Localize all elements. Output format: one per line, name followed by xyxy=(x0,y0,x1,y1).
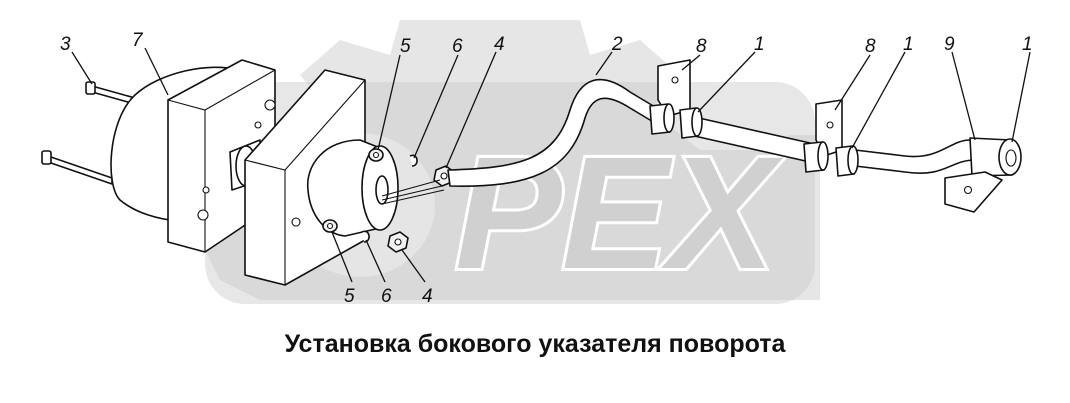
callout-3: 3 xyxy=(60,34,71,55)
nut-4-lower xyxy=(387,231,409,253)
leader-lines xyxy=(71,47,1031,283)
leader-5-bottom xyxy=(331,231,353,283)
leader-5-top xyxy=(377,54,401,151)
callout-1-a: 1 xyxy=(754,34,765,55)
leader-6-top xyxy=(413,54,459,159)
nut-5-lower xyxy=(322,219,338,233)
diagram-caption: Установка бокового указателя поворота xyxy=(284,330,786,358)
callout-8-right: 8 xyxy=(865,36,876,57)
callout-7: 7 xyxy=(132,30,144,51)
callout-8-left: 8 xyxy=(696,36,707,57)
leader-1-c xyxy=(1011,51,1031,143)
clamp-9 xyxy=(944,171,1003,213)
callout-1-b: 1 xyxy=(903,34,914,55)
callout-9: 9 xyxy=(944,34,955,55)
leader-6-bottom xyxy=(365,239,386,283)
callout-1-c: 1 xyxy=(1022,34,1033,55)
bolt-3-lower xyxy=(41,150,113,185)
lamp-wires xyxy=(381,179,445,205)
bracket-8-left xyxy=(657,59,691,117)
nut-5-upper xyxy=(368,148,384,162)
washer-6-lower xyxy=(361,230,370,243)
lamp-body xyxy=(306,139,399,237)
leader-8-left xyxy=(681,54,701,71)
callout-5-bottom: 5 xyxy=(344,286,355,307)
callout-4-bottom: 4 xyxy=(422,286,433,307)
grommet-1-b xyxy=(803,141,859,177)
grommet-1-a xyxy=(649,103,703,139)
leader-3 xyxy=(71,51,93,85)
washer-6-upper xyxy=(409,154,418,167)
leader-9 xyxy=(951,51,976,141)
callout-5-top: 5 xyxy=(400,36,411,57)
watermark-text: PEX xyxy=(455,123,783,302)
callout-6-bottom: 6 xyxy=(381,286,392,307)
callout-numbers: 3 7 5 6 4 2 8 1 8 1 9 1 5 6 4 xyxy=(60,30,1033,307)
leader-2 xyxy=(595,51,613,76)
leader-4-bottom xyxy=(401,249,426,283)
grommet-1-c xyxy=(969,137,1022,177)
leader-1-b xyxy=(851,51,906,149)
leader-8-right xyxy=(834,54,871,111)
callout-2: 2 xyxy=(611,34,623,55)
callout-6-top: 6 xyxy=(452,36,463,57)
leader-1-a xyxy=(697,51,756,113)
leader-7 xyxy=(144,47,169,96)
callout-4-top: 4 xyxy=(494,34,505,55)
leader-4-top xyxy=(445,51,497,169)
bolt-3-upper xyxy=(85,81,136,105)
